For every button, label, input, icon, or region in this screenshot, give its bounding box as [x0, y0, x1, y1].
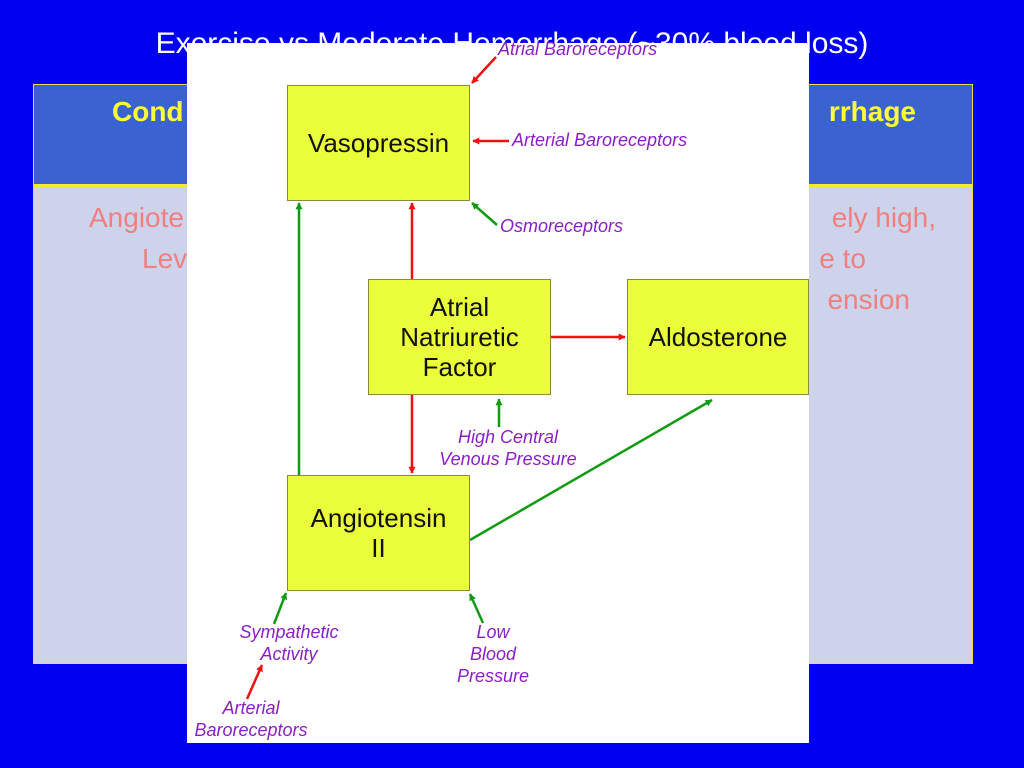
arterial-baroreceptors-bottom-label: Arterial Baroreceptors — [194, 698, 308, 740]
table-cell-left-line-2: Lev — [142, 243, 188, 274]
high-central-venous-pressure-label: High Central Venous Pressure — [439, 427, 577, 469]
table-cell-right-line-3: ension — [827, 284, 910, 315]
arrow-atrial-baro-to-vasopressin — [471, 56, 497, 84]
table-cell-right-line-1: ely high, — [831, 202, 936, 233]
table-header-right: rrhage — [828, 96, 916, 127]
atrial-natriuretic-factor-box: Atrial Natriuretic Factor — [368, 279, 551, 395]
hormone-control-diagram: Vasopressin Atrial Natriuretic Factor Al… — [187, 39, 809, 743]
table-cell-left-line-1: Angiote — [89, 202, 184, 233]
table-header-left: Cond — [112, 96, 184, 127]
arrow-angiotensin-to-aldosterone — [469, 398, 713, 542]
arrow-low-bp-to-angiotensin — [468, 593, 485, 624]
aldosterone-box: Aldosterone — [627, 279, 809, 395]
arrow-osmoreceptors-to-vasopressin — [471, 202, 498, 226]
sympathetic-activity-label: Sympathetic Activity — [239, 622, 339, 664]
diagram-arrows — [245, 56, 713, 700]
atrial-baroreceptors-label: Atrial Baroreceptors — [498, 39, 658, 59]
arterial-baroreceptors-label: Arterial Baroreceptors — [512, 130, 688, 150]
vasopressin-box: Vasopressin — [287, 85, 470, 201]
table-cell-right-line-2: e to — [819, 243, 866, 274]
osmoreceptors-label: Osmoreceptors — [500, 216, 624, 236]
arrow-arterial-baro-to-sympathetic — [245, 664, 264, 700]
angiotensin-ii-box: Angiotensin II — [287, 475, 470, 591]
arrow-sympathetic-to-angiotensin — [272, 592, 288, 625]
low-blood-pressure-label: Low Blood Pressure — [456, 622, 530, 686]
